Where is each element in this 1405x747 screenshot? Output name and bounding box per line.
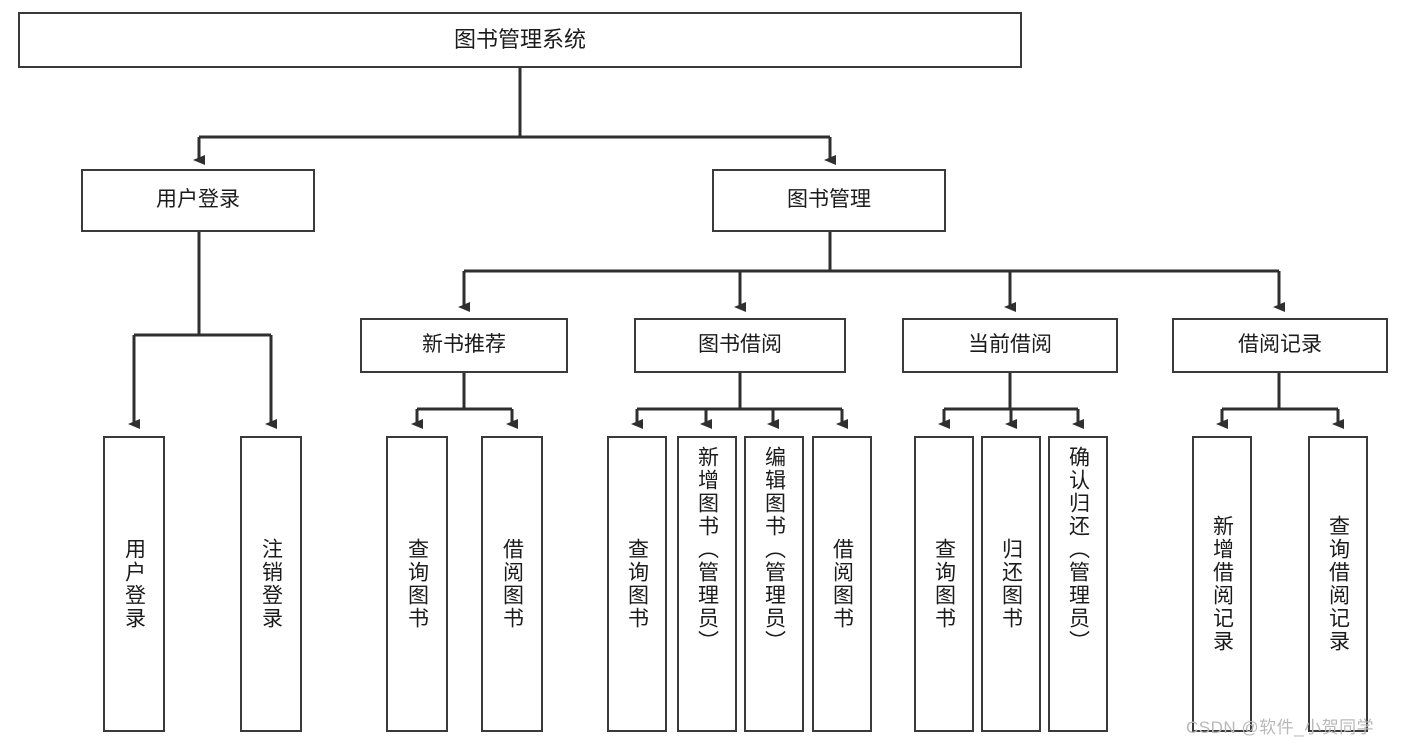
node-leaf-return-book-label: 归还图书 [999, 538, 1023, 630]
node-root[interactable]: 图书管理系统 [18, 12, 1022, 68]
node-leaf-add-book-label: 新增图书（管理员） [695, 446, 719, 653]
node-leaf-logout[interactable]: 注销登录 [240, 436, 302, 732]
node-leaf-borrow-book-2-label: 借阅图书 [830, 538, 854, 630]
node-leaf-query-book-1-label: 查询图书 [405, 538, 429, 630]
node-book-manage-label: 图书管理 [787, 188, 871, 212]
node-leaf-add-book[interactable]: 新增图书（管理员） [677, 436, 737, 732]
node-leaf-query-book-3[interactable]: 查询图书 [914, 436, 974, 732]
node-new-book-rec-label: 新书推荐 [422, 333, 506, 357]
node-leaf-query-book-2-label: 查询图书 [625, 538, 649, 630]
node-leaf-borrow-book-1-label: 借阅图书 [500, 538, 524, 630]
node-user-login[interactable]: 用户登录 [81, 169, 315, 232]
node-leaf-edit-book[interactable]: 编辑图书（管理员） [744, 436, 804, 732]
node-borrow-record-label: 借阅记录 [1238, 333, 1322, 357]
node-root-label: 图书管理系统 [453, 27, 586, 53]
node-leaf-query-book-2[interactable]: 查询图书 [607, 436, 667, 732]
node-leaf-user-login-label: 用户登录 [122, 538, 146, 630]
node-leaf-query-book-1[interactable]: 查询图书 [386, 436, 448, 732]
node-leaf-confirm-return-label: 确认归还（管理员） [1066, 446, 1090, 653]
node-leaf-add-record[interactable]: 新增借阅记录 [1192, 436, 1252, 732]
node-leaf-edit-book-label: 编辑图书（管理员） [762, 446, 786, 653]
node-leaf-add-record-label: 新增借阅记录 [1210, 515, 1234, 653]
node-leaf-user-login[interactable]: 用户登录 [103, 436, 165, 732]
node-leaf-return-book[interactable]: 归还图书 [981, 436, 1041, 732]
watermark-text: CSDN @软件_小贺同学 [1186, 718, 1375, 737]
node-leaf-logout-label: 注销登录 [259, 538, 283, 630]
node-current-borrow[interactable]: 当前借阅 [902, 318, 1118, 373]
node-leaf-borrow-book-1[interactable]: 借阅图书 [481, 436, 543, 732]
node-leaf-query-record-label: 查询借阅记录 [1326, 515, 1350, 653]
node-leaf-confirm-return[interactable]: 确认归还（管理员） [1048, 436, 1108, 732]
node-new-book-rec[interactable]: 新书推荐 [360, 318, 568, 373]
node-borrow-record[interactable]: 借阅记录 [1172, 318, 1388, 373]
node-user-login-label: 用户登录 [156, 188, 240, 212]
node-leaf-borrow-book-2[interactable]: 借阅图书 [812, 436, 872, 732]
node-book-borrow-label: 图书借阅 [698, 333, 782, 357]
node-leaf-query-book-3-label: 查询图书 [932, 538, 956, 630]
node-book-manage[interactable]: 图书管理 [712, 169, 946, 232]
node-leaf-query-record[interactable]: 查询借阅记录 [1308, 436, 1368, 732]
node-current-borrow-label: 当前借阅 [968, 333, 1052, 357]
node-book-borrow[interactable]: 图书借阅 [634, 318, 846, 373]
